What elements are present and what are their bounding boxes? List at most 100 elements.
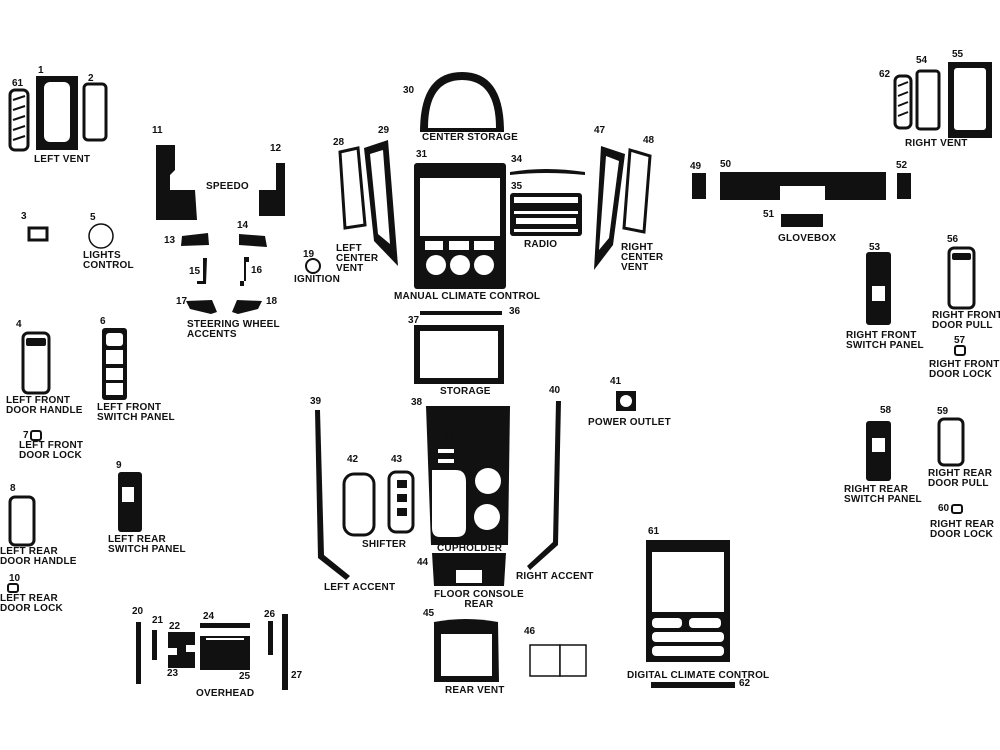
label-center-storage: CENTER STORAGE: [422, 132, 518, 143]
part-number: 6: [100, 316, 106, 327]
part-51-glovebox-handle: [781, 214, 823, 227]
part-number: 32: [430, 255, 442, 266]
part-number: 56: [947, 234, 959, 245]
part-number: 48: [643, 135, 655, 146]
part-number: 43: [391, 454, 403, 465]
part-number: 5: [90, 212, 96, 223]
part-18-accent: [232, 300, 262, 314]
label-right-rear-door-lock: RIGHT REAR DOOR LOCK: [930, 519, 995, 540]
part-46-trim: [529, 644, 587, 677]
part-number: 61: [648, 526, 660, 537]
part-21-overhead: [152, 630, 157, 660]
label-ignition: IGNITION: [294, 274, 341, 285]
part-number: 3: [21, 211, 27, 222]
label-right-accent: RIGHT ACCENT: [516, 571, 594, 582]
part-62-digital-climate-trim: [651, 682, 735, 688]
part-number: 7: [23, 430, 29, 441]
part-61-left-vent-louver: [8, 88, 30, 152]
part-number: 37: [408, 315, 420, 326]
part-number: 9: [116, 460, 122, 471]
part-57-right-front-door-lock: [954, 345, 966, 356]
part-35-radio: [510, 193, 582, 236]
part-60-right-rear-door-lock: [951, 504, 963, 514]
label-digital-climate-control: DIGITAL CLIMATE CONTROL: [627, 670, 770, 681]
part-4-left-front-door-handle: [21, 331, 51, 395]
part-number: 54: [916, 55, 928, 66]
part-number: 62: [879, 69, 891, 80]
part-number: 11: [152, 125, 163, 136]
part-number: 45: [423, 608, 435, 619]
part-61-digital-climate-control: [646, 540, 730, 662]
label-left-center-vent: LEFT CENTER VENT: [336, 243, 379, 274]
part-number: 60: [938, 503, 950, 514]
part-8-left-rear-door-handle: [8, 495, 36, 547]
part-43-shifter: [387, 470, 415, 534]
part-48-right-center-vent-insert: [622, 148, 652, 234]
label-right-vent: RIGHT VENT: [905, 138, 968, 149]
label-shifter: SHIFTER: [362, 539, 407, 550]
label-plug: PLUG: [461, 445, 490, 456]
part-number: 44: [417, 557, 429, 568]
part-10-left-rear-door-lock: [7, 583, 19, 593]
part-5-lights-control: [88, 223, 114, 249]
label-floor-console-rear: FLOOR CONSOLE REAR: [434, 589, 524, 610]
part-36-trim: [420, 311, 502, 315]
label-left-rear-door-handle: LEFT REAR DOOR HANDLE: [0, 546, 77, 567]
part-9-left-rear-switch-panel: [118, 472, 142, 532]
part-number: 41: [610, 376, 622, 387]
part-number: 1: [38, 65, 44, 76]
part-number: 2: [88, 73, 94, 84]
label-storage: STORAGE: [440, 386, 491, 397]
part-number: 25: [239, 671, 251, 682]
label-right-center-vent: RIGHT CENTER VENT: [621, 242, 664, 273]
part-27-overhead: [282, 614, 288, 690]
part-31-manual-climate-control: [414, 163, 506, 289]
part-number: 52: [896, 160, 908, 171]
part-25-overhead: [200, 636, 250, 670]
part-39-left-accent: [315, 410, 350, 580]
part-45-rear-vent: [434, 619, 499, 682]
part-52-glovebox-trim: [897, 173, 911, 199]
part-number: 38: [411, 397, 423, 408]
part-number: 39: [310, 396, 322, 407]
part-number: 50: [720, 159, 732, 170]
label-steering-wheel-accents: STEERING WHEEL ACCENTS: [187, 319, 280, 340]
part-40-right-accent: [527, 401, 561, 570]
label-left-rear-switch-panel: LEFT REAR SWITCH PANEL: [108, 534, 186, 555]
part-30-center-storage: [420, 72, 504, 132]
part-6-left-front-switch-panel: [102, 328, 127, 400]
part-number: 63: [443, 431, 455, 442]
part-number: 57: [954, 335, 966, 346]
part-number: 46: [524, 626, 536, 637]
part-24-overhead: [200, 623, 250, 628]
part-3-trim: [27, 226, 49, 242]
label-left-front-door-lock: LEFT FRONT DOOR LOCK: [19, 440, 84, 461]
part-number: 33: [479, 258, 491, 269]
part-63-plug: [438, 449, 454, 453]
part-number: 23: [167, 668, 179, 679]
part-number: 4: [16, 319, 22, 330]
label-left-accent: LEFT ACCENT: [324, 582, 396, 593]
part-20-overhead: [136, 622, 141, 684]
label-cupholder: CUPHOLDER: [437, 543, 503, 554]
label-power-outlet: POWER OUTLET: [588, 417, 671, 428]
part-62-right-vent-louver: [893, 74, 913, 130]
part-55-right-vent-bezel: [948, 62, 992, 138]
part-13-accent: [181, 233, 209, 246]
part-number: 49: [690, 161, 702, 172]
part-number: 19: [303, 249, 315, 260]
part-number: 30: [403, 85, 415, 96]
part-number: 21: [152, 615, 164, 626]
part-7-left-front-door-lock: [30, 430, 42, 441]
label-right-rear-door-pull: RIGHT REAR DOOR PULL: [928, 468, 993, 489]
part-number: 40: [549, 385, 561, 396]
label-glovebox: GLOVEBOX: [778, 233, 837, 244]
part-37-storage: [414, 325, 504, 384]
part-number: 61: [12, 78, 24, 89]
part-50-glovebox: [720, 172, 886, 200]
part-number: 62: [739, 678, 751, 689]
part-number: 26: [264, 609, 276, 620]
part-14-accent: [239, 234, 267, 247]
part-number: 35: [511, 181, 523, 192]
